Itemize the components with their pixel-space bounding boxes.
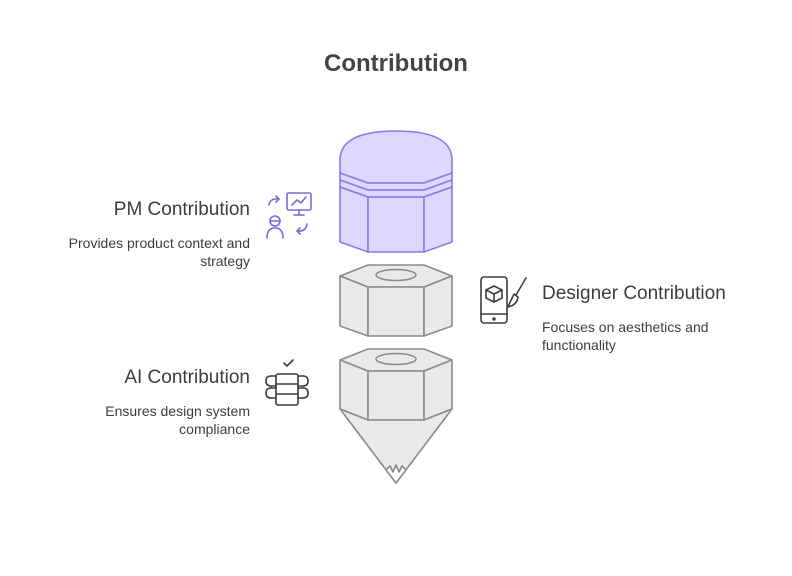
- diagram-title: Contribution: [324, 50, 468, 77]
- top-body-left: [339, 186, 369, 253]
- middle-segment: [339, 264, 453, 337]
- pencil-lead-tip: [385, 464, 407, 484]
- pm-description-line-1: Provides product context and: [68, 235, 250, 251]
- designer-description-line-1: Focuses on aesthetics and: [542, 319, 709, 335]
- bottom-hole: [375, 352, 417, 366]
- ai-description: Ensures design system compliance: [105, 402, 250, 438]
- middle-body-left: [339, 275, 369, 337]
- bottom-body-center: [367, 370, 425, 421]
- ai-description-line-1: Ensures design system: [105, 403, 250, 419]
- top-cap-dome: [339, 130, 453, 184]
- designer-description-line-2: functionality: [542, 337, 616, 353]
- pm-description: Provides product context and strategy: [69, 234, 250, 270]
- middle-body-center: [367, 286, 425, 337]
- middle-hole: [375, 268, 417, 282]
- pm-heading: PM Contribution: [113, 199, 250, 220]
- middle-body-right: [423, 275, 453, 337]
- designer-description: Focuses on aesthetics and functionality: [542, 318, 709, 354]
- bottom-segment: [339, 348, 453, 484]
- top-body-center: [367, 196, 425, 253]
- pm-description-line-2: strategy: [200, 253, 250, 269]
- designer-heading: Designer Contribution: [542, 283, 726, 304]
- presentation-person-icon: [266, 192, 312, 239]
- top-body-right: [423, 186, 453, 253]
- database-check-icon: [265, 359, 309, 406]
- ai-heading: AI Contribution: [124, 367, 250, 388]
- mobile-design-brush-icon: [480, 276, 527, 324]
- top-segment: [339, 130, 453, 253]
- ai-description-line-2: compliance: [179, 421, 250, 437]
